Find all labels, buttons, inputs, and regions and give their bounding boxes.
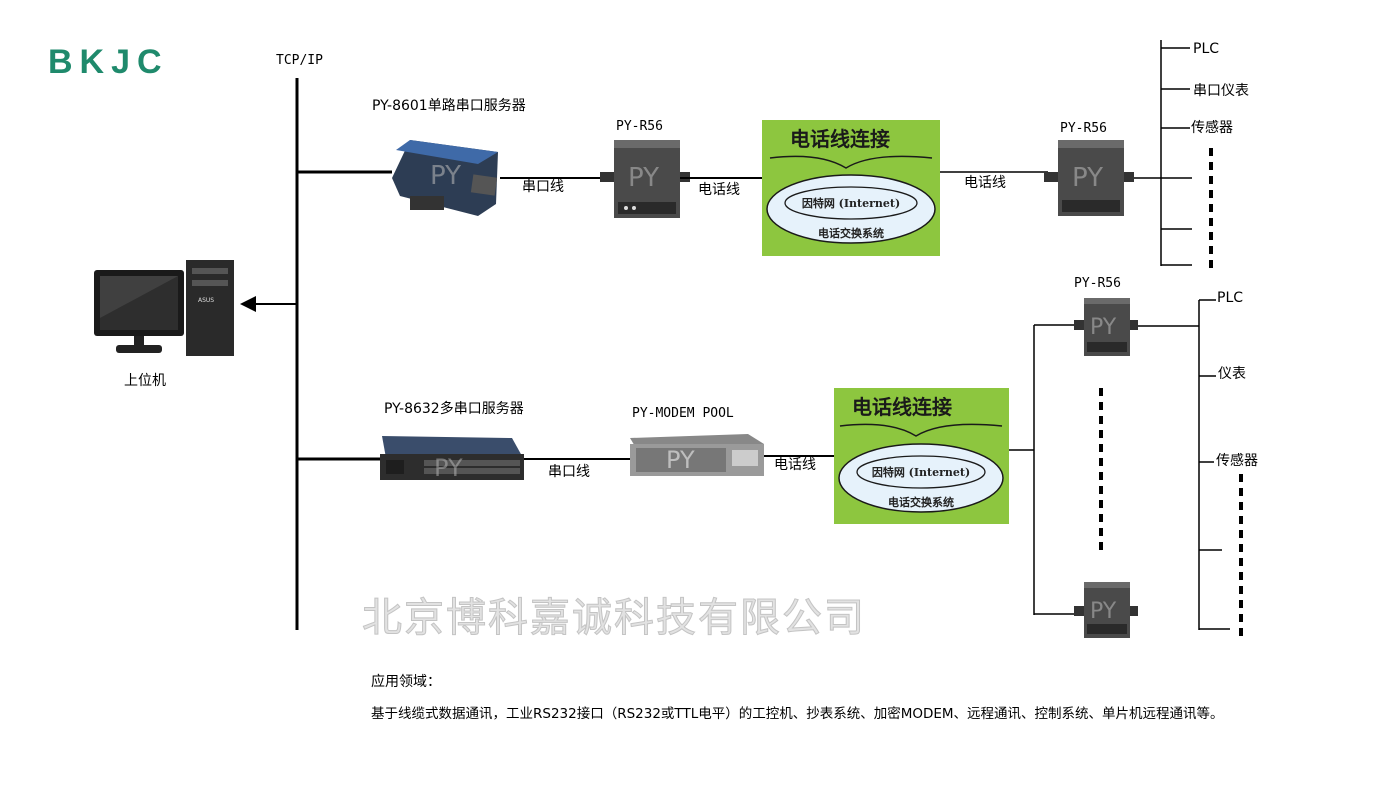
svg-text:PY: PY	[666, 446, 695, 474]
bottom-device-meter: 仪表	[1218, 366, 1246, 382]
top-modem-left-label: PY-R56	[616, 119, 663, 134]
serial-server-multi-icon: PY	[380, 436, 524, 482]
application-description: 基于线缆式数据通讯，工业RS232接口（RS232或TTL电平）的工控机、抄表系…	[371, 706, 1224, 722]
top-phone-line-left-label: 电话线	[698, 182, 740, 198]
bottom-device-plc: PLC	[1217, 290, 1243, 306]
bottom-server-label: PY-8632多串口服务器	[384, 400, 524, 417]
tcpip-label: TCP/IP	[276, 53, 323, 68]
bottom-serial-cable-label: 串口线	[548, 464, 590, 480]
svg-text:电话交换系统: 电话交换系统	[818, 226, 884, 240]
top-server-label: PY-8601单路串口服务器	[372, 98, 526, 114]
modem-icon: PY	[600, 140, 690, 218]
top-serial-cable-label: 串口线	[522, 179, 564, 195]
bottom-phone-line-label: 电话线	[774, 457, 816, 473]
svg-text:PY: PY	[1090, 315, 1117, 340]
application-title: 应用领域：	[371, 674, 441, 690]
host-pc-icon: ASUS	[94, 260, 234, 356]
company-watermark: 北京博科嘉诚科技有限公司	[362, 595, 866, 642]
bottom-telephone-network-cloud: 电话线连接 因特网 (Internet) 电话交换系统	[834, 388, 1009, 524]
svg-text:PY: PY	[430, 161, 461, 191]
host-pc-label: 上位机	[124, 373, 166, 389]
top-device-sensor: 传感器	[1191, 119, 1233, 136]
svg-text:PY: PY	[1072, 163, 1103, 193]
top-device-serial-meter: 串口仪表	[1193, 83, 1249, 99]
svg-text:PY: PY	[1090, 599, 1117, 624]
serial-server-single-icon: PY	[392, 140, 498, 216]
modem-icon: PY	[1044, 140, 1134, 216]
top-modem-right-label: PY-R56	[1060, 121, 1107, 136]
svg-text:因特网 (Internet): 因特网 (Internet)	[872, 465, 970, 479]
svg-text:电话线连接: 电话线连接	[790, 127, 890, 151]
top-device-plc: PLC	[1193, 41, 1219, 57]
svg-text:电话线连接: 电话线连接	[852, 395, 952, 419]
top-phone-line-right-label: 电话线	[964, 175, 1006, 191]
top-telephone-network-cloud: 电话线连接 因特网 (Internet) 电话交换系统	[762, 120, 940, 256]
svg-text:电话交换系统: 电话交换系统	[888, 495, 954, 509]
company-logo: BKJC	[48, 43, 169, 81]
svg-text:因特网 (Internet): 因特网 (Internet)	[802, 196, 900, 210]
modem-pool-label: PY-MODEM POOL	[632, 406, 734, 421]
bottom-device-sensor: 传感器	[1216, 452, 1258, 469]
modem-icon: PY	[1074, 582, 1138, 638]
svg-text:PY: PY	[434, 454, 463, 482]
svg-text:PY: PY	[628, 163, 659, 193]
modem-pool-icon: PY	[630, 434, 764, 476]
bottom-modem-top-label: PY-R56	[1074, 276, 1121, 291]
svg-text:ASUS: ASUS	[198, 297, 214, 304]
modem-icon: PY	[1074, 298, 1138, 356]
